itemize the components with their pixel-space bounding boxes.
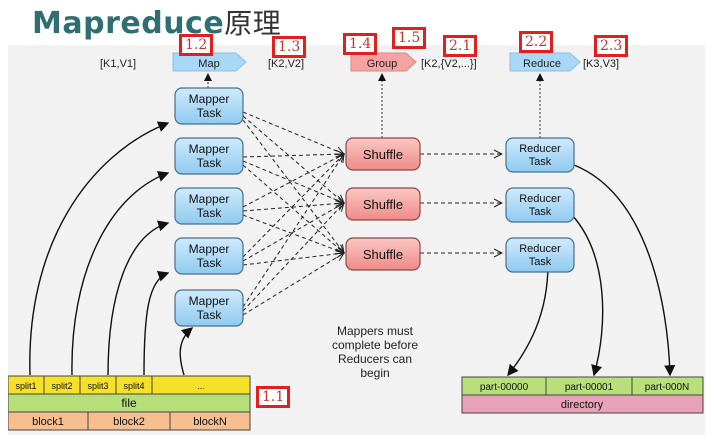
step-tag-1-1: 1.1	[256, 386, 291, 408]
note: Mappers must complete before Reducers ca…	[332, 324, 418, 380]
label-group: Group	[367, 58, 398, 70]
reducer-task-2: Reducer Task	[505, 187, 575, 223]
mapreduce-diagram: [K1,V1] Map [K2,V2] Group [K2,{V2,...}] …	[7, 52, 704, 431]
mapper-task-1: Mapper Task	[174, 87, 244, 125]
reducer-task-3: Reducer Task	[505, 237, 575, 273]
label-k3v3: [K3,V3]	[583, 58, 619, 70]
shuffle-box-1: Shuffle	[345, 137, 421, 171]
split-3: split3	[87, 381, 108, 391]
mapper-label-2: Mapper	[189, 142, 230, 156]
output-directory: part-00000 part-00001 part-000N director…	[461, 376, 704, 414]
split-1: split1	[15, 381, 36, 391]
page-title: Mapreduce原理	[32, 2, 281, 42]
step-tag-2-2: 2.2	[519, 31, 554, 53]
split-2: split2	[51, 381, 72, 391]
shuffle-label-3: Shuffle	[363, 247, 403, 262]
label-k1v1: [K1,V1]	[100, 58, 136, 70]
label-k2v2: [K2,V2]	[268, 58, 304, 70]
mapper-label-4: Mapper	[189, 242, 230, 256]
mapper-sub-5: Task	[197, 308, 223, 322]
part-1: part-00001	[565, 382, 614, 393]
reducer-to-part-arrows	[507, 164, 676, 377]
mapper-sub-1: Task	[197, 106, 223, 120]
map-arrow-shape	[172, 52, 247, 72]
reducer-task-1: Reducer Task	[505, 137, 575, 173]
split-4: split4	[123, 381, 144, 391]
reduce-arrow-shape	[509, 52, 581, 72]
reducer-sub-2: Task	[529, 206, 552, 218]
reducer-label-2: Reducer	[519, 193, 561, 205]
title-cjk: 原理	[224, 7, 282, 40]
step-tag-1-2: 1.2	[179, 34, 214, 56]
note-line-2: complete before	[332, 338, 418, 352]
shuffle-label-2: Shuffle	[363, 197, 403, 212]
part-0: part-00000	[480, 382, 529, 393]
block-1: block1	[32, 416, 64, 428]
mapper-task-5: Mapper Task	[174, 289, 244, 327]
reducer-sub-3: Task	[529, 256, 552, 268]
step-tag-2-3: 2.3	[594, 35, 629, 57]
step-tag-1-4: 1.4	[343, 33, 378, 55]
group-arrow-shape	[350, 52, 417, 72]
label-reduce: Reduce	[523, 58, 561, 70]
shuffle-box-2: Shuffle	[345, 187, 421, 221]
label-k2list: [K2,{V2,...}]	[421, 58, 477, 70]
block-2: block2	[113, 416, 145, 428]
mapper-label-3: Mapper	[189, 192, 230, 206]
mapper-sub-4: Task	[197, 256, 223, 270]
mapper-sub-3: Task	[197, 206, 223, 220]
mapper-task-2: Mapper Task	[174, 137, 244, 175]
reducer-label-3: Reducer	[519, 243, 561, 255]
mapper-task-4: Mapper Task	[174, 237, 244, 275]
file-label: file	[121, 396, 137, 410]
map-to-shuffle-arrows	[242, 111, 344, 316]
shuffle-label-1: Shuffle	[363, 147, 403, 162]
shuffle-to-reduce-arrows	[420, 154, 502, 253]
shuffle-box-3: Shuffle	[345, 237, 421, 271]
note-line-3: Reducers can	[338, 352, 412, 366]
input-file: split1 split2 split3 split4 ... file blo…	[7, 375, 251, 431]
step-tag-1-5: 1.5	[392, 27, 427, 49]
mapper-label-1: Mapper	[189, 92, 230, 106]
part-n: part-000N	[645, 382, 689, 393]
mapper-sub-2: Task	[197, 156, 223, 170]
step-tag-2-1: 2.1	[443, 35, 478, 57]
step-tag-1-3: 1.3	[272, 36, 307, 58]
diagram-canvas: [K1,V1] Map [K2,V2] Group [K2,{V2,...}] …	[7, 45, 705, 435]
split-more: ...	[197, 381, 205, 391]
reducer-label-1: Reducer	[519, 143, 561, 155]
note-line-1: Mappers must	[337, 324, 414, 338]
reducer-sub-1: Task	[529, 156, 552, 168]
mapper-label-5: Mapper	[189, 294, 230, 308]
label-map: Map	[198, 58, 219, 70]
block-n: blockN	[193, 416, 227, 428]
note-line-4: begin	[360, 366, 389, 380]
split-to-mapper-arrows	[29, 121, 194, 376]
directory-label: directory	[561, 399, 604, 411]
mapper-task-3: Mapper Task	[174, 187, 244, 225]
